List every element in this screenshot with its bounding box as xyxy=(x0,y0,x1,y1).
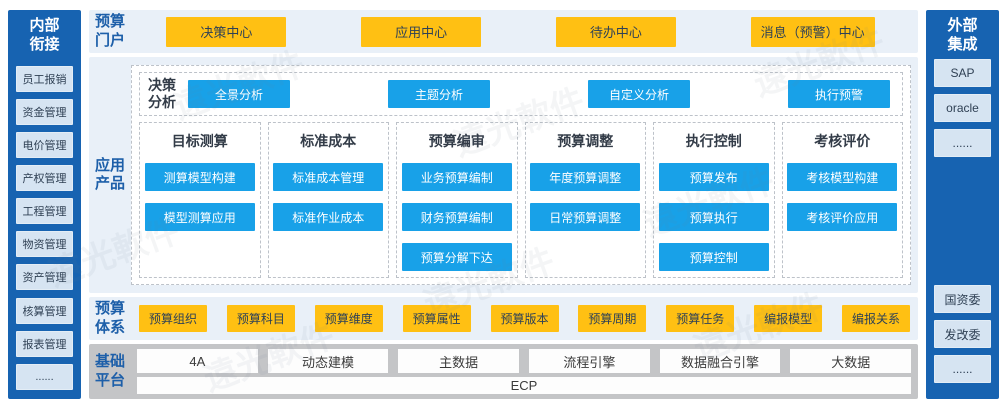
internal-item-accounting-mgmt[interactable]: 核算管理 xyxy=(16,297,73,324)
base-platform-section: 基础平台 4A 动态建模 主数据 流程引擎 数据融合引擎 大数据 ECP xyxy=(89,344,918,399)
column-title: 执行控制 xyxy=(685,133,742,150)
external-item-more-bottom[interactable]: ...... xyxy=(934,355,991,383)
platform-modules: 4A 动态建模 主数据 流程引擎 数据融合引擎 大数据 xyxy=(137,349,912,373)
budget-release-button[interactable]: 预算发布 xyxy=(658,163,769,192)
column-title: 预算调整 xyxy=(557,133,614,150)
budget-system-label: 预算体系 xyxy=(95,299,126,336)
budget-decompose-issue-button[interactable]: 预算分解下达 xyxy=(401,243,512,272)
budget-organization-button[interactable]: 预算组织 xyxy=(139,305,207,333)
budget-subject-button[interactable]: 预算科目 xyxy=(226,305,295,333)
module-master-data[interactable]: 主数据 xyxy=(398,349,520,373)
standard-cost-mgmt-button[interactable]: 标准成本管理 xyxy=(273,163,384,192)
internal-item-employee-expense[interactable]: 员工报销 xyxy=(16,65,73,92)
budget-portal-label: 预算门户 xyxy=(95,12,126,49)
assessment-evaluation-apply-button[interactable]: 考核评价应用 xyxy=(787,203,898,232)
external-item-ndrc[interactable]: 发改委 xyxy=(934,320,991,348)
panorama-analysis-button[interactable]: 全景分析 xyxy=(188,80,290,109)
internal-item-engineering-mgmt[interactable]: 工程管理 xyxy=(16,198,73,225)
main-area: 预算门户 决策中心 应用中心 待办中心 消息（预警）中心 应用产品 决策分析 全… xyxy=(89,10,918,399)
platform-content: 4A 动态建模 主数据 流程引擎 数据融合引擎 大数据 ECP xyxy=(137,349,912,394)
report-model-button[interactable]: 编报模型 xyxy=(754,305,823,333)
column-budget-adjustment: 预算调整 年度预算调整 日常预算调整 xyxy=(524,122,646,279)
business-budget-compile-button[interactable]: 业务预算编制 xyxy=(401,163,512,192)
budget-attribute-button[interactable]: 预算属性 xyxy=(402,305,471,333)
product-columns: 目标测算 测算模型构建 模型测算应用 标准成本 标准成本管理 标准作业成本 预算… xyxy=(139,122,903,279)
report-relation-button[interactable]: 编报关系 xyxy=(842,305,910,333)
external-item-more-top[interactable]: ...... xyxy=(934,128,991,157)
application-products-label: 应用产品 xyxy=(95,156,126,193)
internal-item-electricity-price-mgmt[interactable]: 电价管理 xyxy=(16,131,73,158)
external-item-sasac[interactable]: 国资委 xyxy=(934,285,991,313)
message-alert-center-button[interactable]: 消息（预警）中心 xyxy=(750,16,875,47)
budget-portal-row: 预算门户 决策中心 应用中心 待办中心 消息（预警）中心 xyxy=(89,10,918,54)
external-integration-title: 外部集成 xyxy=(947,17,978,53)
internal-item-materials-mgmt[interactable]: 物资管理 xyxy=(16,231,73,258)
daily-budget-adjust-button[interactable]: 日常预算调整 xyxy=(530,203,641,232)
module-process-engine[interactable]: 流程引擎 xyxy=(529,349,650,373)
column-execution-control: 执行控制 预算发布 预算执行 预算控制 xyxy=(653,122,775,279)
internal-item-report-mgmt[interactable]: 报表管理 xyxy=(16,330,73,357)
budget-system-buttons: 预算组织 预算科目 预算维度 预算属性 预算版本 预算周期 预算任务 编报模型 … xyxy=(129,305,912,333)
decision-analysis-buttons: 全景分析 主题分析 自定义分析 执行预警 xyxy=(188,80,890,109)
budget-cycle-button[interactable]: 预算周期 xyxy=(578,305,647,333)
decision-analysis-row: 决策分析 全景分析 主题分析 自定义分析 执行预警 xyxy=(139,72,903,117)
budget-control-button[interactable]: 预算控制 xyxy=(658,243,769,272)
column-standard-cost: 标准成本 标准成本管理 标准作业成本 xyxy=(267,122,389,279)
column-title: 目标测算 xyxy=(171,133,228,150)
internal-item-assets-mgmt[interactable]: 资产管理 xyxy=(16,264,73,291)
base-platform-label: 基础平台 xyxy=(95,352,126,389)
internal-item-funds-mgmt[interactable]: 资金管理 xyxy=(16,98,73,125)
internal-connection-title: 内部衔接 xyxy=(29,17,60,53)
column-budget-compilation: 预算编审 业务预算编制 财务预算编制 预算分解下达 xyxy=(396,122,518,279)
budget-task-button[interactable]: 预算任务 xyxy=(666,305,735,333)
budget-version-button[interactable]: 预算版本 xyxy=(490,305,559,333)
internal-connection-sidebar: 内部衔接 员工报销 资金管理 电价管理 产权管理 工程管理 物资管理 资产管理 … xyxy=(8,10,81,399)
annual-budget-adjust-button[interactable]: 年度预算调整 xyxy=(530,163,641,192)
budget-system-row: 预算体系 预算组织 预算科目 预算维度 预算属性 预算版本 预算周期 预算任务 … xyxy=(89,297,918,340)
custom-analysis-button[interactable]: 自定义分析 xyxy=(588,80,690,109)
model-estimation-apply-button[interactable]: 模型测算应用 xyxy=(144,203,255,232)
column-target-estimation: 目标测算 测算模型构建 模型测算应用 xyxy=(139,122,261,279)
portal-buttons: 决策中心 应用中心 待办中心 消息（预警）中心 xyxy=(129,16,912,47)
estimation-model-build-button[interactable]: 测算模型构建 xyxy=(144,163,255,192)
assessment-model-build-button[interactable]: 考核模型构建 xyxy=(787,163,898,192)
internal-item-property-rights-mgmt[interactable]: 产权管理 xyxy=(16,165,73,192)
products-box: 决策分析 全景分析 主题分析 自定义分析 执行预警 目标测算 测算模型构建 模型… xyxy=(131,65,911,286)
budget-dimension-button[interactable]: 预算维度 xyxy=(314,305,383,333)
module-data-fusion-engine[interactable]: 数据融合引擎 xyxy=(659,349,781,373)
decision-analysis-label: 决策分析 xyxy=(148,76,176,111)
module-4a[interactable]: 4A xyxy=(137,349,258,373)
budget-execution-button[interactable]: 预算执行 xyxy=(658,203,769,232)
module-big-data[interactable]: 大数据 xyxy=(790,349,912,373)
column-assessment-evaluation: 考核评价 考核模型构建 考核评价应用 xyxy=(781,122,903,279)
standard-activity-cost-button[interactable]: 标准作业成本 xyxy=(273,203,384,232)
todo-center-button[interactable]: 待办中心 xyxy=(555,16,676,47)
application-products-section: 应用产品 决策分析 全景分析 主题分析 自定义分析 执行预警 目标测算 测算模型… xyxy=(89,57,918,294)
module-ecp[interactable]: ECP xyxy=(137,377,911,394)
external-item-oracle[interactable]: oracle xyxy=(934,93,991,122)
topic-analysis-button[interactable]: 主题分析 xyxy=(388,80,490,109)
column-title: 考核评价 xyxy=(814,133,871,150)
financial-budget-compile-button[interactable]: 财务预算编制 xyxy=(401,203,512,232)
column-title: 标准成本 xyxy=(300,133,357,150)
external-item-sap[interactable]: SAP xyxy=(934,58,991,87)
execution-alert-button[interactable]: 执行预警 xyxy=(788,80,890,109)
decision-center-button[interactable]: 决策中心 xyxy=(166,16,287,47)
external-integration-sidebar: 外部集成 SAP oracle ...... 国资委 发改委 ...... xyxy=(926,10,999,399)
module-dynamic-modeling[interactable]: 动态建模 xyxy=(267,349,389,373)
internal-item-more[interactable]: ...... xyxy=(16,363,73,390)
column-title: 预算编审 xyxy=(428,133,485,150)
application-center-button[interactable]: 应用中心 xyxy=(361,16,482,47)
